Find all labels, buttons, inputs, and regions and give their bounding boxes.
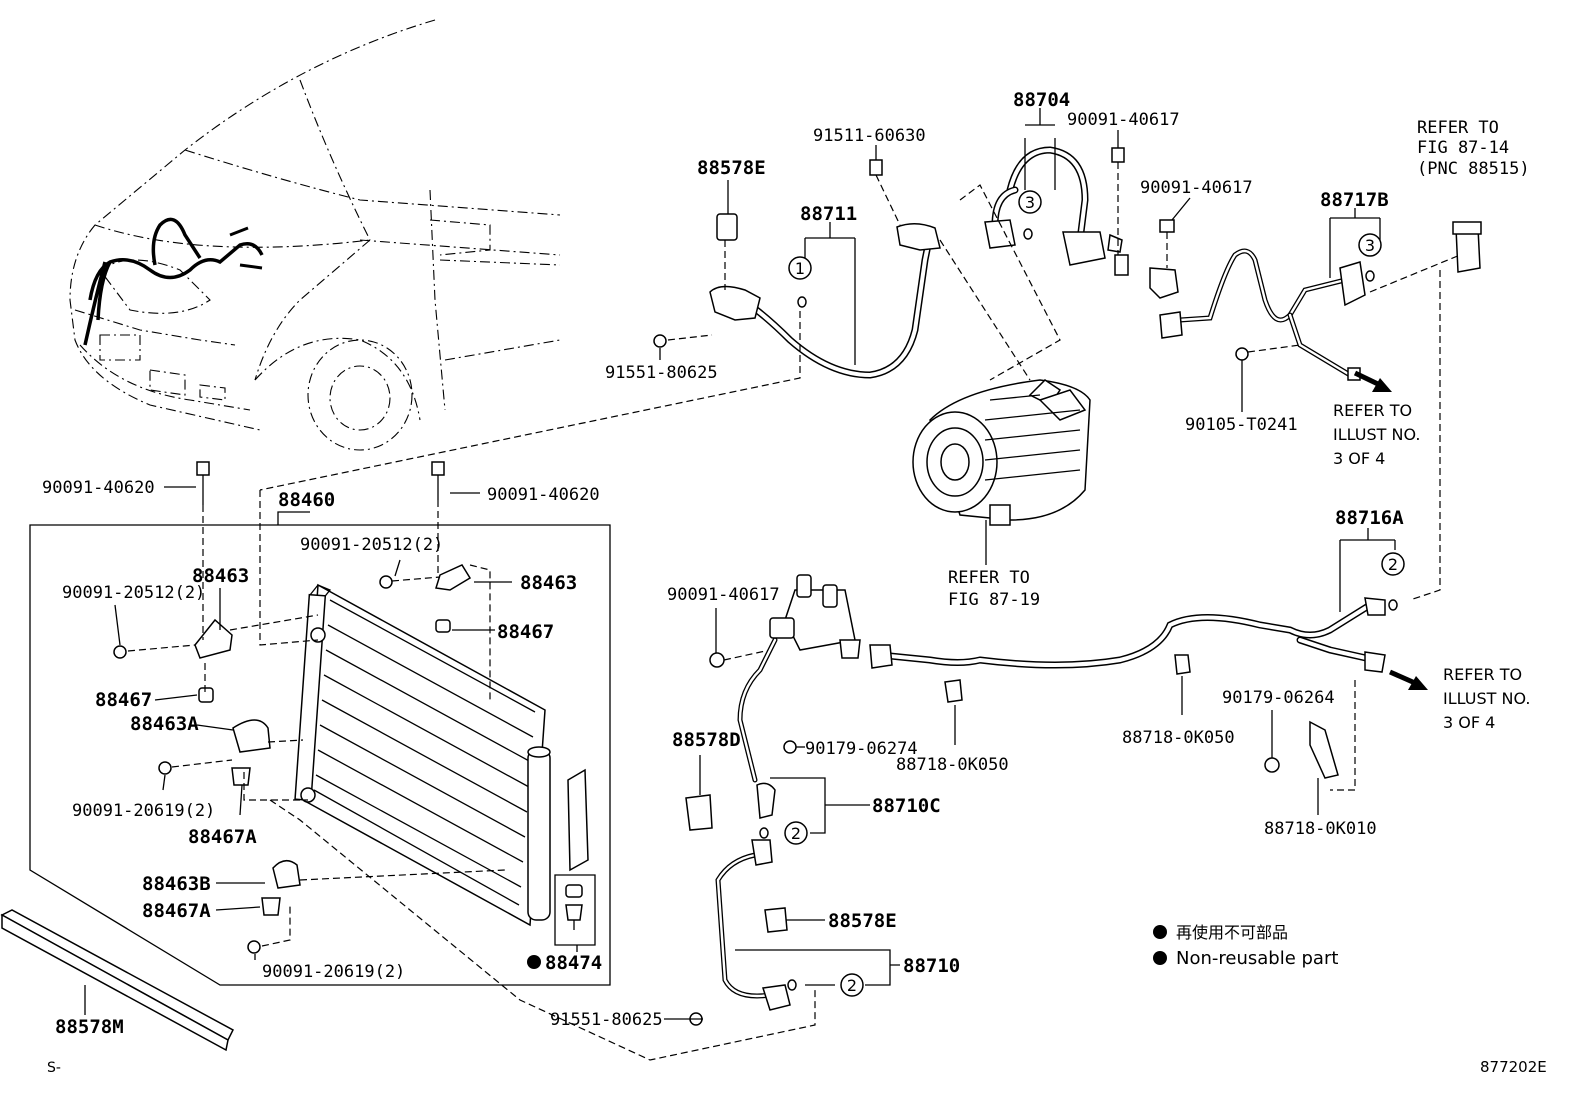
ref-fig-87-19-line2: FIG 87-19 <box>948 590 1040 610</box>
label-88710: 88710 <box>903 955 960 977</box>
non-reusable-dot <box>527 955 541 969</box>
label-90091-40620-right: 90091-40620 <box>487 485 600 505</box>
label-90179-06274: 90179-06274 <box>805 739 918 759</box>
legend-dot-english <box>1153 951 1167 965</box>
label-90179-06264: 90179-06264 <box>1222 688 1335 708</box>
footer-left-code: S- <box>47 1060 61 1076</box>
ref-fig-87-19-line1: REFER TO <box>948 568 1030 588</box>
label-88578M: 88578M <box>55 1016 124 1038</box>
ref-illust-top-line3: 3 OF 4 <box>1333 449 1385 468</box>
label-88474: 88474 <box>545 952 602 974</box>
label-90091-40620-left: 90091-40620 <box>42 478 155 498</box>
callout-1: 1 <box>795 259 805 278</box>
ref-fig-87-14-line1: REFER TO <box>1417 118 1499 138</box>
legend-chinese: 再使用不可部品 <box>1176 923 1288 942</box>
label-88578E-top: 88578E <box>697 157 766 179</box>
label-88467A-bottom: 88467A <box>142 900 211 922</box>
label-88463A: 88463A <box>130 713 199 735</box>
desiccant-cartridge <box>554 768 596 946</box>
label-88463-left: 88463 <box>192 565 249 587</box>
label-90091-20512-left: 90091-20512(2) <box>62 583 205 603</box>
ref-fig-87-14-line3: (PNC 88515) <box>1417 159 1530 179</box>
o-rings <box>759 228 1398 991</box>
label-88710C: 88710C <box>872 795 941 817</box>
legend-dot-chinese <box>1153 925 1167 939</box>
label-90091-40617-a: 90091-40617 <box>1067 110 1180 130</box>
liquid-pipe-88710 <box>685 637 797 1026</box>
ref-illust-top-line1: REFER TO <box>1333 401 1412 420</box>
ref-illust-bottom-line3: 3 OF 4 <box>1443 713 1495 732</box>
pressure-switch-block <box>709 574 861 668</box>
label-90091-20619-b: 90091-20619(2) <box>262 962 405 982</box>
ac-compressor <box>912 379 1091 526</box>
label-90105-T0241: 90105-T0241 <box>1185 415 1298 435</box>
footer: S- 877202E <box>47 1058 1547 1076</box>
suction-hose-88711 <box>653 159 941 379</box>
label-90091-20512-top: 90091-20512(2) <box>300 535 443 555</box>
figure-code: 877202E <box>1480 1058 1547 1076</box>
refer-arrows <box>1353 370 1428 690</box>
label-91551-80625-top: 91551-80625 <box>605 363 718 383</box>
bumper-reinforcement <box>0 909 234 1052</box>
vehicle-illustration <box>69 19 561 451</box>
label-88463-right: 88463 <box>520 572 577 594</box>
label-88467-left: 88467 <box>95 689 152 711</box>
label-88717B: 88717B <box>1320 189 1389 211</box>
condenser-dashed-leaders <box>127 490 816 1061</box>
liquid-pipe-88717B <box>1159 221 1482 381</box>
label-88460: 88460 <box>278 489 335 511</box>
label-88467-right: 88467 <box>497 621 554 643</box>
ref-illust-top-line2: ILLUST NO. <box>1333 425 1420 444</box>
legend: 再使用不可部品 Non-reusable part <box>1153 923 1338 969</box>
label-88463B: 88463B <box>142 873 211 895</box>
label-88711: 88711 <box>800 203 857 225</box>
ref-illust-bottom-line2: ILLUST NO. <box>1443 689 1530 708</box>
ref-fig-87-14-line2: FIG 87-14 <box>1417 138 1509 158</box>
label-88718-0K010: 88718-0K010 <box>1264 819 1377 839</box>
top-dashed-leaders <box>259 162 1461 791</box>
label-91511-60630: 91511-60630 <box>813 126 926 146</box>
callout-3-hose: 3 <box>1025 193 1035 212</box>
label-88718-0K050-a: 88718-0K050 <box>896 755 1009 775</box>
label-88578D: 88578D <box>672 729 741 751</box>
reference-notes: REFER TO FIG 87-14 (PNC 88515) REFER TO … <box>948 118 1530 732</box>
liquid-hose-88716A <box>869 597 1386 779</box>
condenser-brackets <box>113 461 472 954</box>
callout-3-pipe: 3 <box>1365 236 1375 255</box>
label-88467A-top: 88467A <box>188 826 257 848</box>
callout-2-pipe-lower: 2 <box>847 976 857 995</box>
discharge-hose-88704 <box>984 146 1179 299</box>
label-91551-80625-bottom: 91551-80625 <box>550 1010 663 1030</box>
leader-lines <box>84 108 1396 1020</box>
callout-2-pipe-upper: 2 <box>791 824 801 843</box>
label-90091-40617-b: 90091-40617 <box>1140 178 1253 198</box>
legend-english: Non-reusable part <box>1176 948 1338 969</box>
part-labels: 88704 90091-40617 91511-60630 88578E 887… <box>42 89 1404 1038</box>
label-88578E-bottom: 88578E <box>828 910 897 932</box>
label-88718-0K050-b: 88718-0K050 <box>1122 728 1235 748</box>
condenser-core <box>294 583 551 927</box>
callout-2-hose: 2 <box>1388 555 1398 574</box>
label-88704: 88704 <box>1013 89 1070 111</box>
ref-illust-bottom-line1: REFER TO <box>1443 665 1522 684</box>
label-90091-20619-a: 90091-20619(2) <box>72 801 215 821</box>
label-88716A: 88716A <box>1335 507 1404 529</box>
label-90091-40617-c: 90091-40617 <box>667 585 780 605</box>
condenser-assembly-frame <box>29 524 611 986</box>
callout-circles: 1 3 3 2 2 2 <box>784 190 1405 997</box>
